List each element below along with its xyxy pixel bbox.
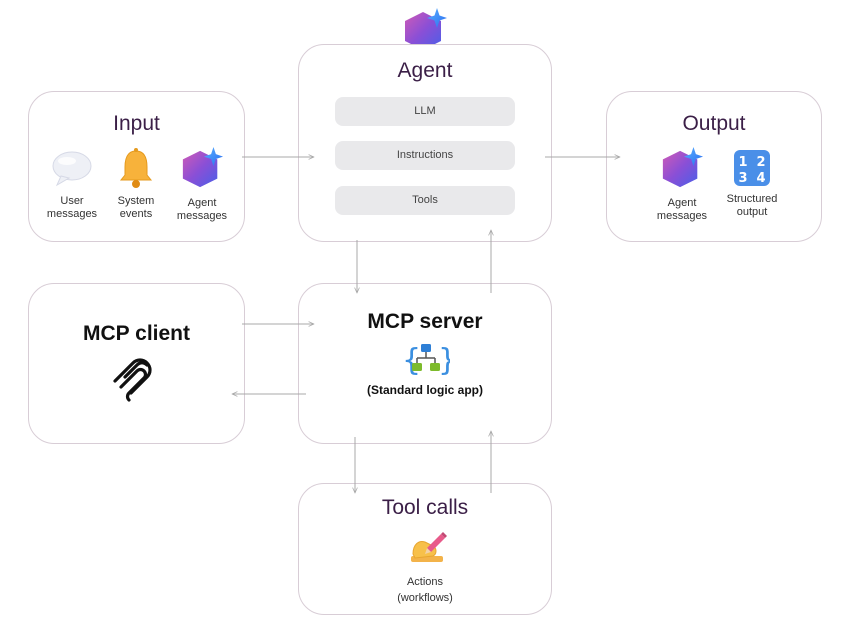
svg-text:4: 4	[756, 171, 765, 186]
pill-tools: Tools	[335, 186, 515, 215]
logic-app-icon: { }	[402, 343, 450, 377]
svg-text:3: 3	[738, 171, 747, 186]
mcp-server-title: MCP server	[367, 310, 483, 333]
input-item-label: Agent messages	[176, 197, 228, 222]
bell-icon	[119, 148, 153, 188]
speech-bubble-icon	[52, 151, 92, 187]
mcp-client-box: MCP client	[28, 283, 245, 444]
input-item-label: System events	[117, 195, 155, 220]
agent-box: Agent LLM Instructions Tools	[298, 44, 552, 242]
mcp-client-title: MCP client	[83, 322, 190, 345]
agent-hexagon-icon	[662, 147, 704, 188]
output-item-structured-output: 1 2 3 4 Structured output	[719, 149, 785, 219]
tool-calls-caption-line1: Actions	[406, 576, 444, 588]
tool-calls-title: Tool calls	[381, 496, 469, 519]
output-item-label: Structured output	[726, 193, 778, 218]
output-title: Output	[682, 112, 746, 135]
pill-llm: LLM	[335, 97, 515, 126]
output-box: Output Agent messages 1 2 3 4 Structured…	[606, 91, 822, 242]
mcp-server-box: MCP server { } (Standard logic app)	[298, 283, 552, 444]
agent-hexagon-icon	[405, 8, 447, 50]
writing-hand-icon	[411, 532, 447, 562]
agent-hexagon-icon	[182, 147, 224, 188]
input-title: Input	[113, 112, 160, 135]
output-item-agent-messages: Agent messages	[647, 147, 717, 223]
pill-instructions: Instructions	[335, 141, 515, 170]
svg-text:}: }	[438, 343, 450, 377]
input-item-agent-messages: Agent messages	[169, 147, 235, 223]
output-item-label: Agent messages	[656, 197, 708, 222]
input-item-label: User messages	[46, 195, 98, 220]
input-box: Input User messages System events Agent …	[28, 91, 245, 242]
tool-calls-caption-line2: (workflows)	[397, 592, 453, 604]
agent-title: Agent	[397, 59, 453, 82]
input-item-user-messages: User messages	[39, 149, 105, 221]
mcp-logo-icon	[113, 358, 152, 402]
numbers-1234-icon: 1 2 3 4	[734, 150, 770, 186]
svg-text:2: 2	[756, 155, 765, 170]
svg-text:1: 1	[738, 155, 747, 170]
input-item-system-events: System events	[105, 147, 167, 221]
mcp-server-subtitle: (Standard logic app)	[366, 383, 483, 397]
tool-calls-box: Tool calls Actions (workflows)	[298, 483, 552, 615]
